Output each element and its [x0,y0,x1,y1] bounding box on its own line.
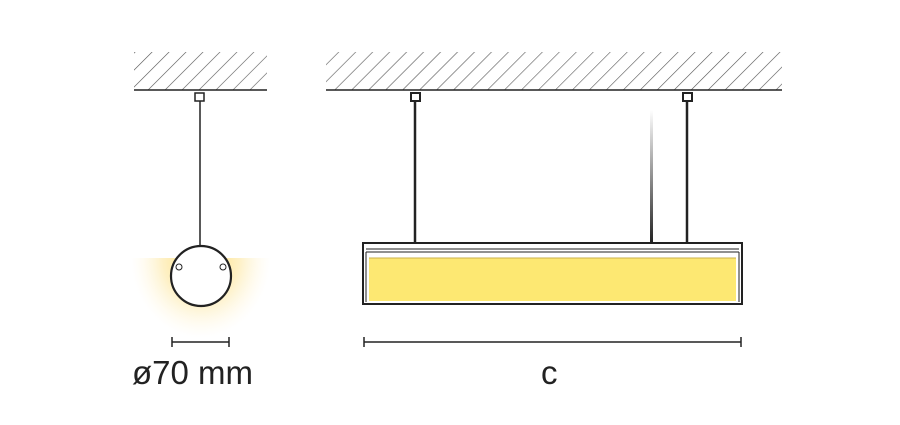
diameter-dimension-line [171,337,230,347]
end-cap-screw-right [219,263,227,271]
right-ceiling [326,52,782,91]
front-view [326,52,782,347]
front-mount-right-icon [682,92,693,102]
front-mount-left-icon [410,92,421,102]
luminaire-body [362,242,743,305]
power-cable [650,110,653,243]
diffuser-light [369,258,736,301]
end-view [131,52,271,347]
left-mount-icon [194,92,205,102]
left-ceiling [134,52,267,91]
diameter-label: ø70 mm [132,354,254,391]
length-dimension-line [363,337,742,347]
end-cap-screw-left [175,263,183,271]
profile-circle [169,244,233,308]
length-label: c [541,354,558,391]
